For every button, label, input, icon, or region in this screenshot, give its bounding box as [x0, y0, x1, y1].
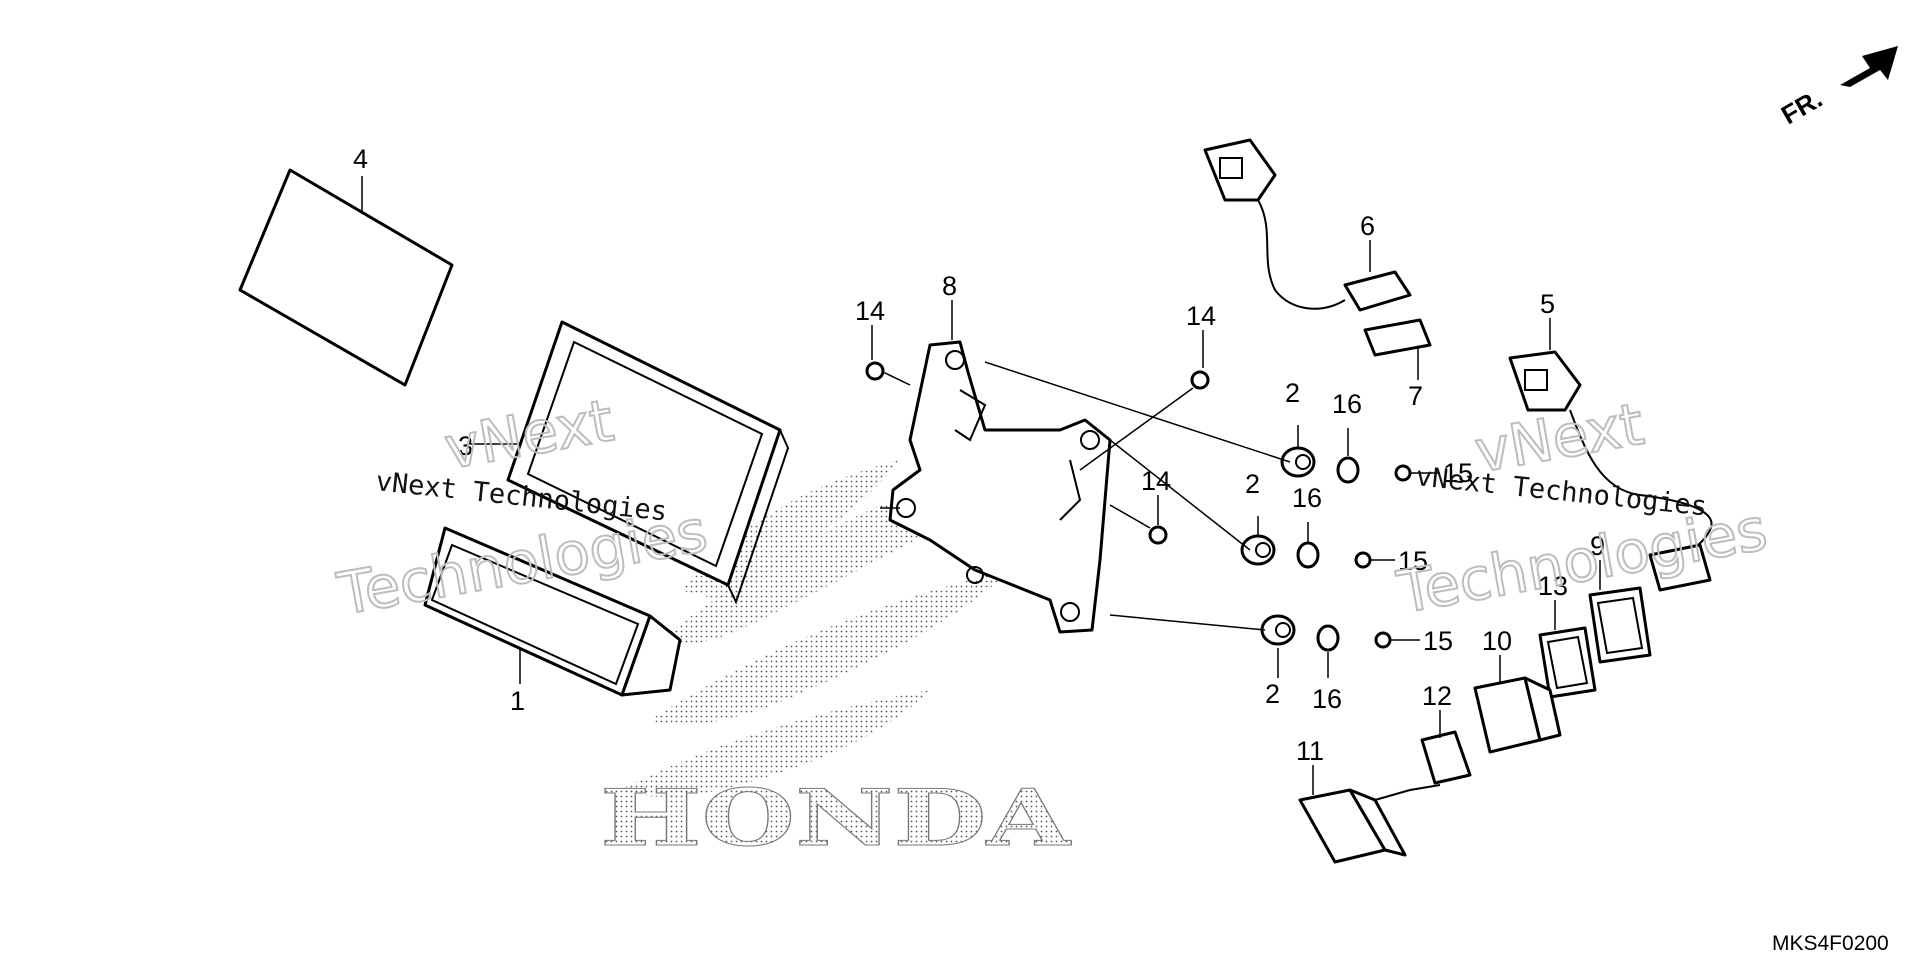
honda-logo-text: HONDA	[600, 773, 1072, 864]
callout-14b: 14	[1186, 301, 1216, 331]
part-15-bolts	[1354, 464, 1440, 649]
callout-15a: 15	[1443, 458, 1473, 488]
part-16-washers	[1296, 428, 1360, 678]
part-2-grommets	[1240, 425, 1316, 678]
callout-1: 1	[510, 686, 525, 716]
part-4-sheet	[238, 168, 454, 387]
callout-16a: 16	[1332, 389, 1362, 419]
front-direction-arrow: FR.	[1776, 46, 1898, 130]
part-13-gasket	[1538, 600, 1597, 699]
callout-6: 6	[1360, 211, 1375, 241]
part-10-socket	[1473, 655, 1562, 754]
part-5-sensor	[1508, 318, 1713, 592]
mounting-lines	[880, 361, 1291, 631]
callout-14c: 14	[1141, 466, 1171, 496]
callout-12: 12	[1422, 681, 1452, 711]
part-11-charger	[1298, 765, 1441, 864]
callout-2a: 2	[1285, 378, 1300, 408]
watermark-outline-bottom-right: Technologies	[1392, 495, 1772, 627]
callout-16c: 16	[1312, 684, 1342, 714]
arrow-right-icon	[1840, 46, 1898, 87]
callout-11: 11	[1296, 736, 1324, 766]
part-8-bracket	[888, 300, 1112, 634]
part-6-module	[1203, 138, 1412, 312]
part-9-gasket	[1588, 560, 1652, 664]
part-12-cover	[1420, 710, 1472, 785]
part-1-meter-assembly	[423, 526, 682, 697]
part-7-pad	[1363, 318, 1432, 380]
callout-2b: 2	[1245, 469, 1260, 499]
callout-3: 3	[458, 431, 473, 461]
drawing-code: MKS4F0200	[1772, 932, 1889, 955]
callout-7: 7	[1408, 381, 1423, 411]
front-direction-label: FR.	[1776, 83, 1827, 130]
callout-2c: 2	[1265, 679, 1280, 709]
callout-10: 10	[1482, 626, 1512, 656]
callout-14a: 14	[855, 296, 885, 326]
callout-8: 8	[942, 271, 957, 301]
part-3-meter-frame	[470, 320, 790, 605]
callout-15c: 15	[1423, 626, 1453, 656]
callout-15b: 15	[1398, 546, 1428, 576]
callout-4: 4	[353, 144, 368, 174]
callout-5: 5	[1540, 289, 1555, 319]
callout-9: 9	[1590, 531, 1605, 561]
callout-13: 13	[1538, 571, 1568, 601]
callout-numbers: 1 2 2 2 3 4 5 6 7 8 9 10 11 12 13 14 14 …	[353, 144, 1605, 766]
part-14-screws	[865, 325, 1210, 545]
callout-16b: 16	[1292, 483, 1322, 513]
